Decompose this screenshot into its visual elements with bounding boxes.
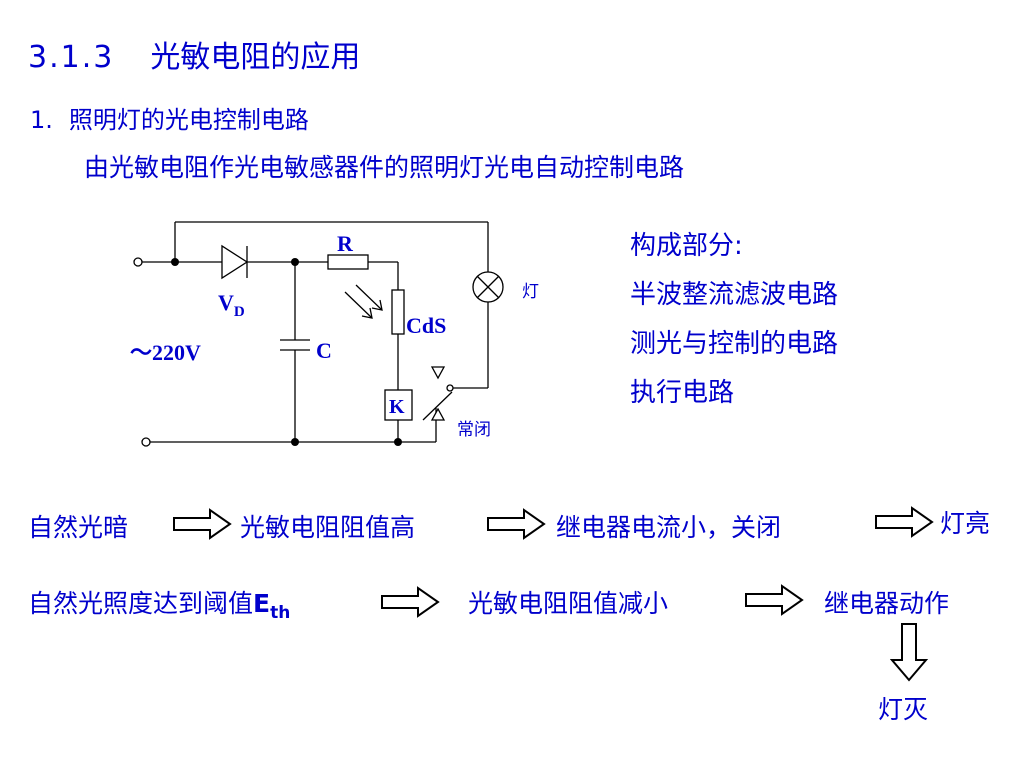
component-item: 测光与控制的电路 (630, 329, 839, 359)
flow2-result: 灯灭 (878, 695, 929, 724)
vd-label: VD (218, 290, 245, 320)
diode-symbol (221, 244, 249, 280)
subtitle: 由光敏电阻作光电敏感器件的照明灯光电自动控制电路 (84, 153, 685, 182)
components-list: 构成部分: 半波整流滤波电路 测光与控制的电路 执行电路 (630, 222, 838, 418)
right-arrow-icon (487, 508, 546, 540)
flow2-start: 自然光照度达到阈值 (28, 589, 254, 618)
flow2-step-1: 自然光照度达到阈值Eth (28, 584, 290, 623)
section-text: 照明灯的光电控制电路 (68, 106, 309, 134)
title-number: 3.1.3 (28, 40, 115, 75)
component-item: 半波整流滤波电路 (630, 280, 839, 310)
page-title: 3.1.3 光敏电阻的应用 (28, 32, 360, 76)
k-label: K (389, 396, 405, 418)
c-label: C (316, 338, 332, 363)
component-item: 执行电路 (630, 378, 735, 408)
right-arrow-icon (745, 584, 804, 616)
supply-label: ～220V (130, 340, 201, 365)
right-arrow-icon (875, 506, 934, 538)
input-terminal-bottom (141, 437, 151, 447)
flow2-step-3: 继电器动作 (824, 589, 950, 618)
flow1-step-4: 灯亮 (940, 509, 991, 538)
right-arrow-icon (173, 508, 232, 540)
flow1-step-1: 自然光暗 (28, 513, 129, 542)
resistor-r (327, 254, 369, 270)
threshold-symbol: Eth (253, 589, 291, 623)
cds-label: CdS (406, 313, 446, 338)
down-arrow-icon (890, 623, 929, 682)
r-label: R (337, 231, 354, 256)
flow1-step-2: 光敏电阻阻值高 (240, 513, 416, 542)
input-terminal-top (133, 257, 143, 267)
title-text: 光敏电阻的应用 (150, 40, 361, 75)
flow1-step-3: 继电器电流小，关闭 (556, 513, 782, 542)
photoresistor-cds (391, 289, 405, 335)
flow2-step-2: 光敏电阻阻值减小 (468, 589, 669, 618)
switch-label: 常闭 (457, 420, 491, 440)
section-number: 1. (30, 106, 53, 134)
lamp-label: 灯 (522, 282, 539, 302)
relay-coil-k (384, 389, 413, 421)
right-arrow-icon (381, 586, 440, 618)
components-heading: 构成部分: (630, 231, 743, 261)
section-heading: 1. 照明灯的光电控制电路 (30, 100, 309, 135)
